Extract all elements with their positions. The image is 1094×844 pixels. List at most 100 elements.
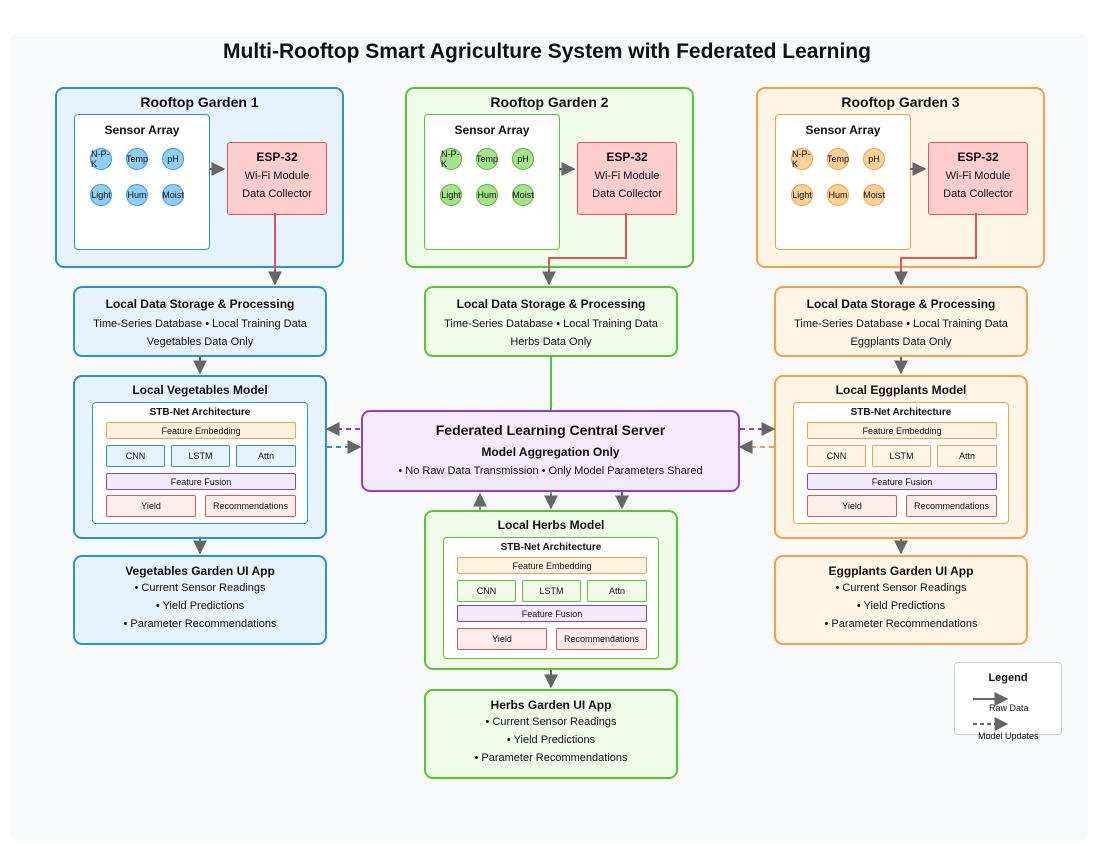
storage-line1: Time-Series Database • Local Training Da… <box>93 318 307 330</box>
garden-title: Rooftop Garden 3 <box>841 94 960 110</box>
rooftop-garden-1: Rooftop Garden 1 Sensor Array N-P-K Temp… <box>55 87 344 268</box>
storage-line1: Time-Series Database • Local Training Da… <box>794 318 1008 330</box>
app-title: Eggplants Garden UI App <box>828 564 974 578</box>
stb-net-architecture: STB-Net Architecture Feature Embedding C… <box>793 402 1009 524</box>
sensor-light: Light <box>90 184 112 206</box>
feature-embedding: Feature Embedding <box>457 557 647 574</box>
server-note: • No Raw Data Transmission • Only Model … <box>398 465 703 477</box>
esp32-line2: Data Collector <box>242 188 312 200</box>
feature-embedding: Feature Embedding <box>807 422 997 439</box>
sensor-hum: Hum <box>476 184 498 206</box>
sensor-hum: Hum <box>126 184 148 206</box>
attn-block: Attn <box>236 445 296 467</box>
esp32-title: ESP-32 <box>256 150 298 164</box>
sensor-array: Sensor Array N-P-K Temp pH Light Hum Moi… <box>775 114 911 250</box>
app-item-3: • Parameter Recommendations <box>123 618 277 630</box>
app-item-1: • Current Sensor Readings <box>835 582 967 594</box>
esp32-title: ESP-32 <box>957 150 999 164</box>
local-storage-3: Local Data Storage & Processing Time-Ser… <box>774 286 1028 357</box>
sensor-temp: Temp <box>476 148 498 170</box>
yield-output: Yield <box>807 495 897 517</box>
sensor-ph: pH <box>512 148 534 170</box>
app-item-1: • Current Sensor Readings <box>134 582 266 594</box>
lstm-block: LSTM <box>171 445 230 467</box>
arrow-esp-to-storage-3 <box>900 213 977 271</box>
storage-line2: Herbs Data Only <box>510 336 592 348</box>
esp32-module: ESP-32 Wi-Fi Module Data Collector <box>227 142 327 215</box>
feature-embedding: Feature Embedding <box>106 422 296 439</box>
sensor-light: Light <box>440 184 462 206</box>
model-title: Local Herbs Model <box>497 518 605 532</box>
sensor-temp: Temp <box>827 148 849 170</box>
sensor-array-label: Sensor Array <box>104 123 180 137</box>
app-title: Herbs Garden UI App <box>490 698 612 712</box>
local-model-2: Local Herbs Model STB-Net Architecture F… <box>424 510 678 670</box>
esp32-line1: Wi-Fi Module <box>594 170 660 182</box>
legend-symbols <box>973 692 1009 731</box>
arrow-esp-to-storage-2 <box>548 213 627 271</box>
app-item-2: • Yield Predictions <box>506 734 596 746</box>
sensor-array-label: Sensor Array <box>805 123 881 137</box>
local-model-3: Local Eggplants Model STB-Net Architectu… <box>774 375 1028 539</box>
yield-output: Yield <box>457 628 547 650</box>
sensor-array-label: Sensor Array <box>454 123 530 137</box>
attn-block: Attn <box>587 580 647 602</box>
app-item-2: • Yield Predictions <box>155 600 245 612</box>
legend-title: Legend <box>988 672 1028 684</box>
esp32-module: ESP-32 Wi-Fi Module Data Collector <box>928 142 1028 215</box>
lstm-block: LSTM <box>872 445 931 467</box>
stb-net-architecture: STB-Net Architecture Feature Embedding C… <box>443 537 659 659</box>
sensor-npk: N-P-K <box>440 148 462 170</box>
federated-learning-server: Federated Learning Central Server Model … <box>361 410 740 492</box>
sensor-temp: Temp <box>126 148 148 170</box>
storage-title: Local Data Storage & Processing <box>105 297 295 311</box>
storage-title: Local Data Storage & Processing <box>806 297 996 311</box>
app-item-2: • Yield Predictions <box>856 600 946 612</box>
arch-title: STB-Net Architecture <box>500 542 602 553</box>
garden-title: Rooftop Garden 1 <box>140 94 259 110</box>
arch-title: STB-Net Architecture <box>149 407 251 418</box>
server-title: Federated Learning Central Server <box>435 422 666 438</box>
sensor-ph: pH <box>863 148 885 170</box>
attn-block: Attn <box>937 445 997 467</box>
sensor-ph: pH <box>162 148 184 170</box>
storage-line1: Time-Series Database • Local Training Da… <box>444 318 658 330</box>
yield-output: Yield <box>106 495 196 517</box>
sensor-moist: Moist <box>863 184 885 206</box>
rooftop-garden-3: Rooftop Garden 3 Sensor Array N-P-K Temp… <box>756 87 1045 268</box>
garden-ui-app-2: Herbs Garden UI App • Current Sensor Rea… <box>424 689 678 779</box>
arch-title: STB-Net Architecture <box>850 407 952 418</box>
feature-fusion: Feature Fusion <box>807 473 997 490</box>
stb-net-architecture: STB-Net Architecture Feature Embedding C… <box>92 402 308 524</box>
storage-line2: Vegetables Data Only <box>146 336 254 348</box>
legend: Legend Raw Data Model Updates <box>954 662 1062 741</box>
app-item-3: • Parameter Recommendations <box>824 618 978 630</box>
app-item-1: • Current Sensor Readings <box>485 716 617 728</box>
sensor-moist: Moist <box>162 184 184 206</box>
model-title: Local Vegetables Model <box>132 383 268 397</box>
sensor-array: Sensor Array N-P-K Temp pH Light Hum Moi… <box>74 114 210 250</box>
sensor-light: Light <box>791 184 813 206</box>
feature-fusion: Feature Fusion <box>106 473 296 490</box>
app-item-3: • Parameter Recommendations <box>474 752 628 764</box>
esp32-line1: Wi-Fi Module <box>945 170 1011 182</box>
esp32-line2: Data Collector <box>592 188 662 200</box>
app-title: Vegetables Garden UI App <box>125 564 275 578</box>
legend-raw-label: Raw Data <box>989 703 1029 713</box>
cnn-block: CNN <box>807 445 866 467</box>
local-storage-1: Local Data Storage & Processing Time-Ser… <box>73 286 327 357</box>
esp32-title: ESP-32 <box>606 150 648 164</box>
esp32-line1: Wi-Fi Module <box>244 170 310 182</box>
recommendations-output: Recommendations <box>556 628 647 650</box>
recommendations-output: Recommendations <box>205 495 296 517</box>
server-subtitle: Model Aggregation Only <box>481 445 620 459</box>
recommendations-output: Recommendations <box>906 495 997 517</box>
garden-ui-app-1: Vegetables Garden UI App • Current Senso… <box>73 555 327 645</box>
esp32-module: ESP-32 Wi-Fi Module Data Collector <box>577 142 677 215</box>
sensor-hum: Hum <box>827 184 849 206</box>
sensor-moist: Moist <box>512 184 534 206</box>
garden-ui-app-3: Eggplants Garden UI App • Current Sensor… <box>774 555 1028 645</box>
diagram-title: Multi-Rooftop Smart Agriculture System w… <box>223 40 871 63</box>
garden-title: Rooftop Garden 2 <box>490 94 609 110</box>
